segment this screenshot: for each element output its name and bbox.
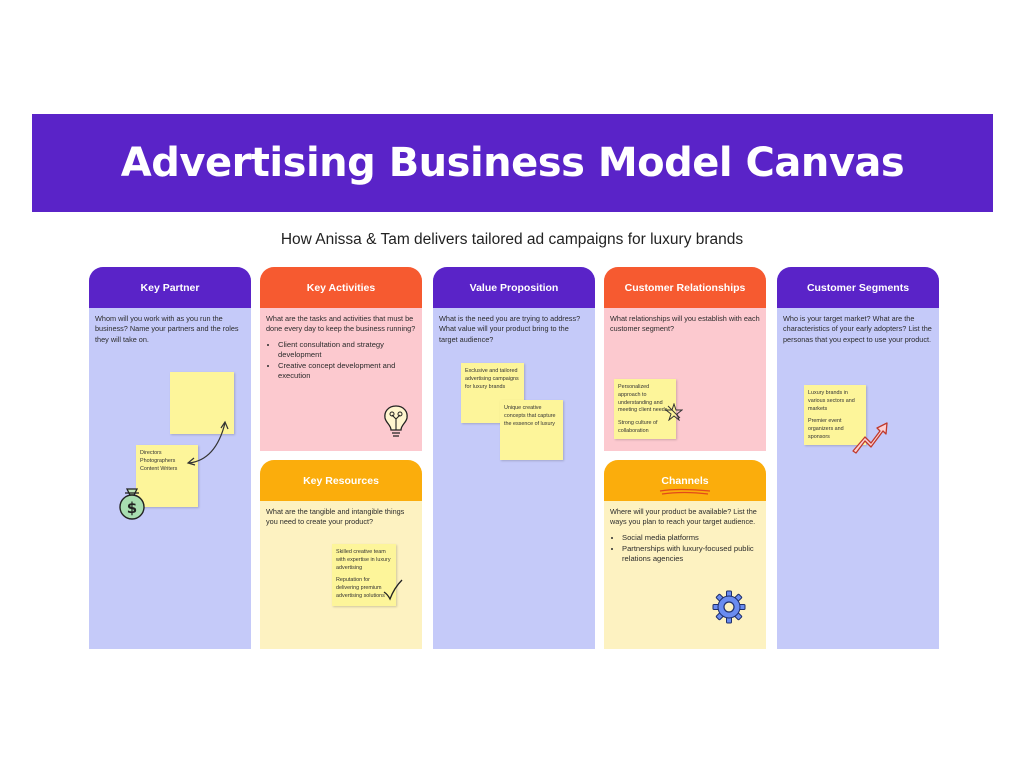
customer-relationships-prompt: What relationships will you establish wi… bbox=[610, 314, 760, 334]
key-activities-header: Key Activities bbox=[260, 267, 422, 308]
customer-relationships-header: Customer Relationships bbox=[604, 267, 766, 308]
key-partner-block: Key Partner Whom will you work with as y… bbox=[89, 267, 251, 649]
note-line: Directors bbox=[140, 450, 162, 456]
channels-header: Channels bbox=[604, 460, 766, 501]
value-proposition-note-2[interactable]: Unique creative concepts that capture th… bbox=[500, 400, 563, 460]
gear-icon bbox=[712, 590, 746, 624]
key-resources-block: Key Resources What are the tangible and … bbox=[260, 460, 422, 649]
key-activities-list: Client consultation and strategy develop… bbox=[260, 335, 422, 382]
scribble-underline-icon bbox=[659, 488, 711, 495]
note-line: Skilled creative team with expertise in … bbox=[336, 549, 391, 571]
customer-relationships-block: Customer Relationships What relationship… bbox=[604, 267, 766, 451]
key-resources-header: Key Resources bbox=[260, 460, 422, 501]
note-line: Content Writers bbox=[140, 465, 178, 472]
value-proposition-prompt: What is the need you are trying to addre… bbox=[439, 314, 581, 344]
note-line: Personalized approach to understanding a… bbox=[618, 384, 668, 414]
key-partner-header: Key Partner bbox=[89, 267, 251, 308]
note-line: Luxury brands in various sectors and mar… bbox=[808, 390, 855, 412]
key-partner-prompt: Whom will you work with as you run the b… bbox=[95, 314, 239, 344]
customer-segments-header: Customer Segments bbox=[777, 267, 939, 308]
channels-block: Channels Where will your product be avai… bbox=[604, 460, 766, 649]
list-item: Partnerships with luxury-focused public … bbox=[622, 544, 760, 565]
checkmark-icon bbox=[383, 579, 403, 601]
key-resources-prompt: What are the tangible and intangible thi… bbox=[266, 507, 405, 527]
note-line: Photographers bbox=[140, 457, 176, 464]
curved-arrow-icon bbox=[186, 420, 229, 466]
customer-segments-block: Customer Segments Who is your target mar… bbox=[777, 267, 939, 649]
customer-segments-prompt: Who is your target market? What are the … bbox=[783, 314, 932, 344]
channels-prompt: Where will your product be available? Li… bbox=[610, 507, 757, 527]
key-activities-prompt: What are the tasks and activities that m… bbox=[266, 314, 416, 334]
star-doodle-icon bbox=[665, 403, 683, 421]
customer-relationships-note[interactable]: Personalized approach to understanding a… bbox=[614, 379, 676, 439]
list-item: Creative concept development and executi… bbox=[278, 361, 416, 382]
channels-list: Social media platforms Partnerships with… bbox=[604, 528, 766, 565]
note-line: Strong culture of collaboration bbox=[618, 420, 658, 435]
note-line: Premier event organizers and sponsors bbox=[808, 418, 844, 441]
note-line: Reputation for delivering premium advert… bbox=[336, 577, 385, 600]
customer-segments-note[interactable]: Luxury brands in various sectors and mar… bbox=[804, 385, 866, 445]
value-proposition-header: Value Proposition bbox=[433, 267, 595, 308]
page-title: Advertising Business Model Canvas bbox=[120, 140, 905, 186]
key-partner-note[interactable]: Directors Photographers Content Writers bbox=[136, 445, 198, 507]
lightbulb-icon bbox=[384, 405, 408, 437]
value-proposition-block: Value Proposition What is the need you a… bbox=[433, 267, 595, 649]
svg-text:$: $ bbox=[127, 499, 137, 517]
title-banner: Advertising Business Model Canvas bbox=[32, 114, 993, 212]
key-resources-note[interactable]: Skilled creative team with expertise in … bbox=[332, 544, 396, 606]
list-item: Client consultation and strategy develop… bbox=[278, 340, 416, 361]
list-item: Social media platforms bbox=[622, 533, 760, 543]
trend-arrow-icon bbox=[852, 422, 888, 454]
page-subtitle: How Anissa & Tam delivers tailored ad ca… bbox=[280, 231, 744, 248]
key-activities-block: Key Activities What are the tasks and ac… bbox=[260, 267, 422, 451]
money-bag-icon: $ bbox=[119, 488, 145, 520]
